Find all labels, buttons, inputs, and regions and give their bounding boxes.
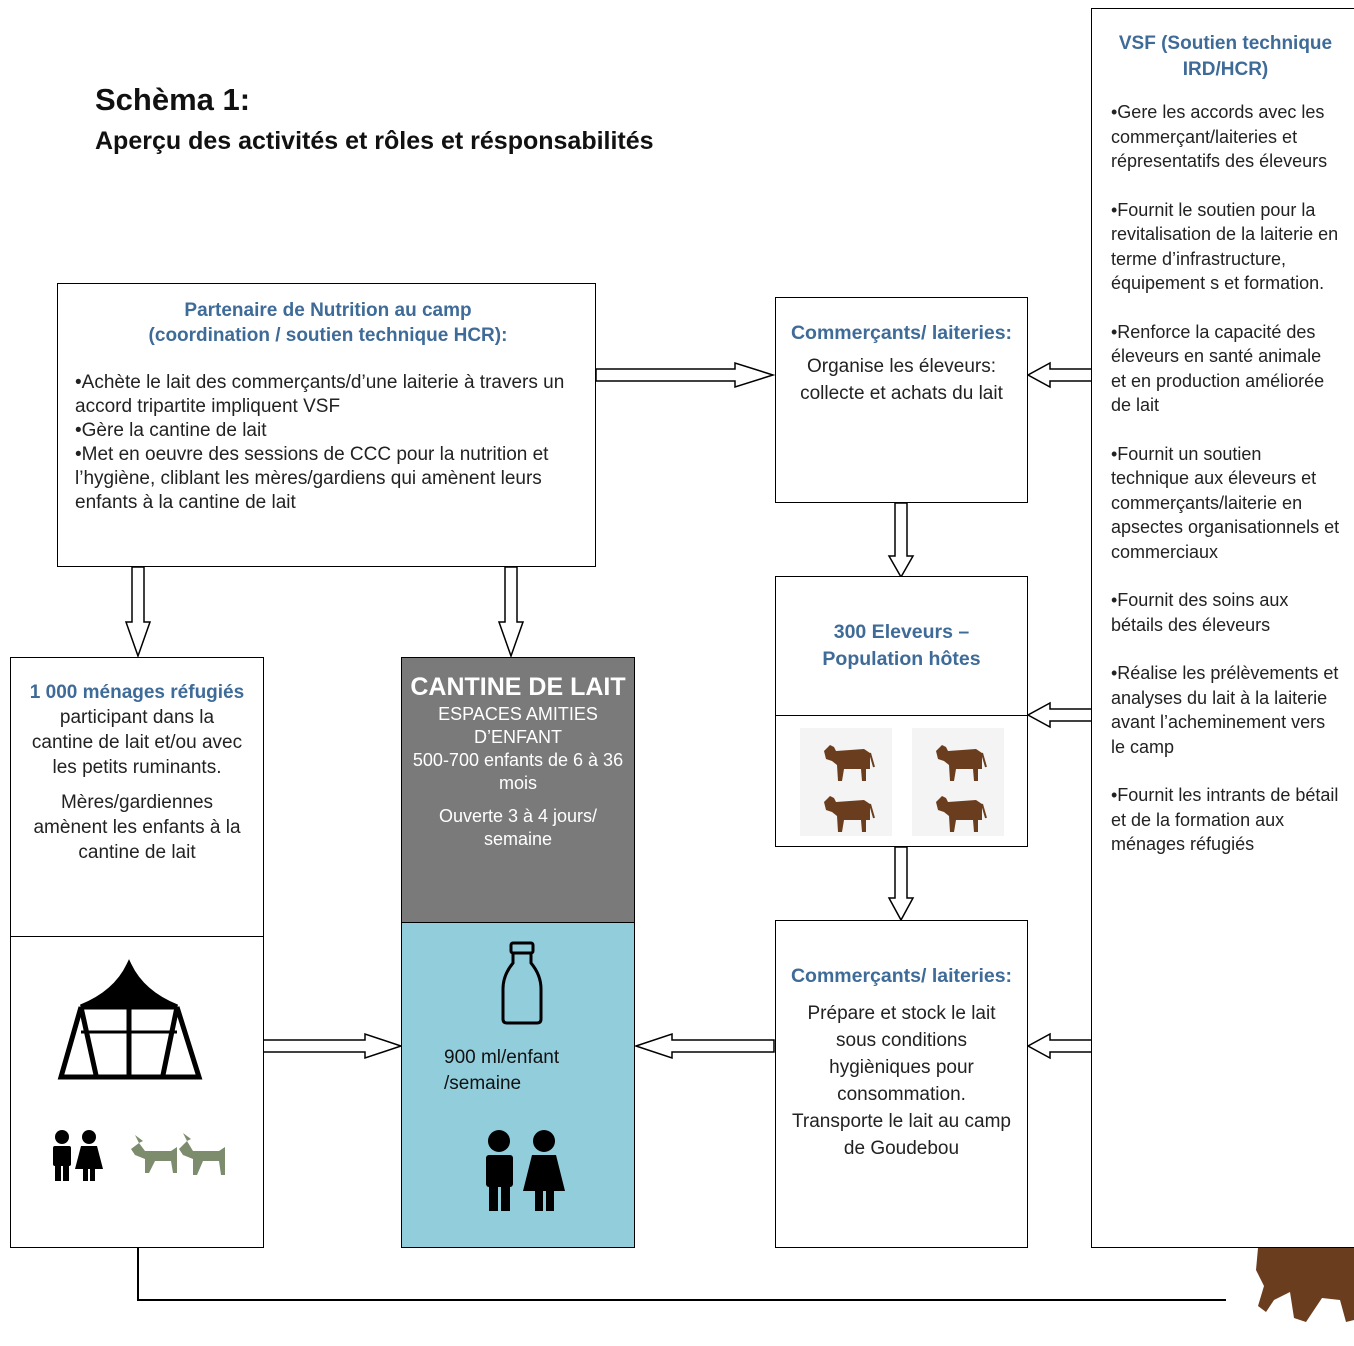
ration-line-1: 900 ml/enfant <box>444 1047 560 1068</box>
vsf-box: VSF (Soutien technique IRD/HCR) •Gere le… <box>1091 8 1354 1248</box>
arrow-herders-to-traders <box>887 846 915 922</box>
arrow-nutrition-to-traders <box>595 361 776 389</box>
vsf-bullet-7: •Fournit les intrants de bétail et de la… <box>1111 785 1339 854</box>
arrow-nutrition-to-refugees <box>124 566 152 659</box>
arrow-vsf-to-herders <box>1026 701 1093 729</box>
nutrition-partner-heading-1: Partenaire de Nutrition au camp <box>184 300 472 321</box>
nutrition-partner-heading-2: (coordination / soutien technique HCR): <box>148 325 508 346</box>
herders-cattle-box <box>775 715 1028 847</box>
herders-heading: 300 Eleveurs – Population hôtes <box>822 621 981 670</box>
feedback-line <box>137 1235 1226 1301</box>
goat-icon <box>131 1133 225 1175</box>
vsf-bullet-5: •Fournit des soins aux bétails des éleve… <box>1111 590 1289 635</box>
traders-bottom-box: Commerçants/ laiteries: Prépare et stock… <box>775 920 1028 1248</box>
family-icon <box>53 1130 103 1181</box>
cow-icon <box>935 795 987 833</box>
cow-icon <box>823 795 875 833</box>
page-subtitle: Aperçu des activités et rôles et réspons… <box>95 127 654 155</box>
canteen-line-1: ESPACES AMITIES D’ENFANT <box>438 704 598 747</box>
vsf-bullet-4: •Fournit un soutien technique aux éleveu… <box>1111 443 1340 562</box>
refugee-text-1: participant dans la cantine de lait et/o… <box>31 707 243 778</box>
nutrition-bullet-1: •Achète le lait des commerçants/d’une la… <box>75 372 565 417</box>
herders-box: 300 Eleveurs – Population hôtes <box>775 576 1028 716</box>
refugee-heading: 1 000 ménages réfugiés <box>29 682 245 703</box>
arrow-traders-to-herders <box>887 502 915 579</box>
canteen-line-2: 500-700 enfants de 6 à 36 mois <box>412 750 624 793</box>
vsf-heading: VSF (Soutien technique IRD/HCR) <box>1118 33 1333 80</box>
canteen-line-3: Ouverte 3 à 4 jours/ semaine <box>438 806 598 849</box>
refugee-icons-box <box>10 936 264 1248</box>
arrow-nutrition-to-canteen <box>497 566 525 659</box>
arrow-vsf-to-traders-top <box>1026 361 1093 389</box>
traders-bottom-heading: Commerçants/ laiteries: <box>790 965 1013 987</box>
traders-top-heading: Commerçants/ laiteries: <box>790 322 1013 344</box>
cow-icon <box>935 744 987 782</box>
refugee-households-box: 1 000 ménages réfugiés participant dans … <box>10 657 264 937</box>
vsf-bullet-1: •Gere les accords avec les commerçant/la… <box>1111 102 1328 171</box>
milk-canteen-box: CANTINE DE LAIT ESPACES AMITIES D’ENFANT… <box>401 657 635 923</box>
cow-icon <box>823 744 875 782</box>
arrow-refugees-to-canteen <box>262 1032 404 1060</box>
canteen-heading: CANTINE DE LAIT <box>410 673 626 701</box>
nutrition-partner-box: Partenaire de Nutrition au camp (coordin… <box>57 283 596 567</box>
nutrition-bullet-3: •Met en oeuvre des sessions de CCC pour … <box>75 444 549 513</box>
vsf-bullet-6: •Réalise les prélèvements et analyses du… <box>1111 663 1339 757</box>
milk-ration-box: 900 ml/enfant /semaine <box>401 922 635 1248</box>
traders-top-box: Commerçants/ laiteries: Organise les éle… <box>775 297 1028 503</box>
vsf-bullet-3: •Renforce la capacité des éleveurs en sa… <box>1111 321 1325 416</box>
traders-top-text: Organise les éleveurs: collecte et achat… <box>800 356 1003 404</box>
tent-icon <box>57 959 203 1080</box>
nutrition-bullet-2: •Gère la cantine de lait <box>75 420 267 441</box>
children-icon <box>486 1130 565 1211</box>
refugee-text-2: Mères/gardiennes amènent les enfants à l… <box>33 792 241 863</box>
arrow-traders-to-canteen <box>633 1032 775 1060</box>
milk-bottle-icon <box>501 941 543 1025</box>
ration-line-2: /semaine <box>444 1073 522 1094</box>
arrow-vsf-to-traders-bottom <box>1026 1032 1093 1060</box>
traders-bottom-text: Prépare et stock le lait sous conditions… <box>792 1003 1011 1159</box>
vsf-bullet-2: •Fournit le soutien pour la revitalisati… <box>1111 199 1339 294</box>
page-title: Schèma 1: <box>95 82 251 117</box>
